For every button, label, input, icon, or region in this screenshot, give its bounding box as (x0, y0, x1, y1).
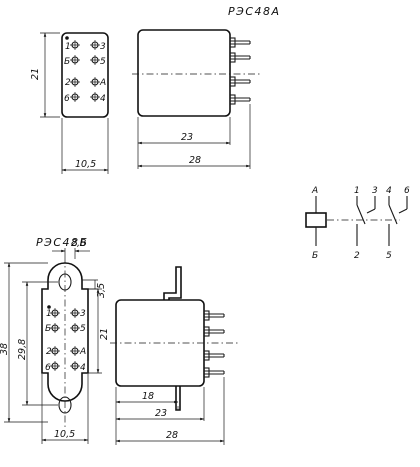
top-pin-6a: Б (64, 57, 70, 67)
schem-c2: 2 (354, 251, 360, 261)
bottom-pin-1: 1 (46, 309, 52, 319)
bottom-dim-29-8: 29,8 (17, 339, 28, 360)
bottom-pin-a: А (79, 347, 86, 357)
top-side-view (132, 29, 262, 117)
bottom-bracket-top (163, 266, 182, 300)
title-res48a: РЭС48А (228, 5, 281, 18)
bottom-dim-18: 18 (142, 391, 154, 402)
bottom-dim-10-5: 10,5 (54, 429, 75, 440)
top-pin-3: 3 (100, 42, 106, 52)
top-pin-2: 2 (65, 78, 71, 88)
bottom-pin-6a: Б (45, 324, 51, 334)
bottom-dim-21: 21 (99, 328, 110, 340)
bottom-dim-2-8: 2,8 (71, 238, 86, 249)
title-res48b: РЭС48Б (36, 236, 89, 249)
schem-coil-b: Б (312, 251, 318, 261)
bottom-dim-3-5: 3,5 (96, 283, 107, 298)
bottom-dim-38: 38 (0, 343, 10, 355)
bottom-front-view: 1 3 Б 5 2 А 6 4 (41, 256, 89, 428)
bottom-pin-2: 2 (46, 347, 52, 357)
top-dim-28: 28 (189, 155, 201, 166)
contact-schematic: А Б 1 3 2 4 6 5 (305, 186, 410, 261)
bottom-pin-6: 6 (45, 363, 51, 373)
top-side-body (137, 29, 231, 117)
bottom-pin-3: 3 (80, 309, 86, 319)
top-pin-a: А (99, 78, 106, 88)
top-dim-width: 10,5 (61, 118, 109, 174)
bottom-dim-pitch: 2,8 (52, 238, 90, 259)
bottom-dim-28: 28 (166, 430, 178, 441)
schem-c6: 6 (404, 186, 410, 196)
bottom-pin-4: 4 (80, 363, 86, 373)
bottom-dim-holes: 29,8 (17, 281, 58, 406)
bottom-pin-5: 5 (80, 324, 86, 334)
bottom-dim-overall: 38 (0, 262, 48, 423)
top-dim-23: 23 (181, 132, 193, 143)
schem-c5: 5 (386, 251, 392, 261)
schem-c4: 4 (386, 186, 392, 196)
bottom-side-view (110, 266, 238, 411)
top-dim-21: 21 (30, 68, 41, 80)
top-front-body (61, 32, 109, 118)
bottom-front-body (41, 262, 89, 402)
schem-coil (305, 212, 327, 228)
top-pin-4: 4 (100, 94, 106, 104)
bottom-dim-length: 18 23 28 (115, 377, 225, 445)
top-pin-1: 1 (65, 42, 71, 52)
top-pin-5: 5 (100, 57, 106, 67)
top-pin-grid (65, 36, 100, 102)
bottom-dim-width: 10,5 (41, 374, 89, 444)
schem-coil-a: А (311, 186, 318, 196)
top-dim-length: 23 28 (137, 104, 251, 169)
top-dim-10-5: 10,5 (75, 159, 96, 170)
top-dim-height: 21 (30, 32, 60, 118)
bottom-dim-height: 21 (88, 288, 110, 374)
top-pin-6: 6 (64, 94, 70, 104)
top-front-view: 1 3 Б 5 2 А 6 4 (61, 32, 109, 118)
bottom-dim-23: 23 (155, 408, 167, 419)
schem-c1: 1 (354, 186, 360, 196)
schem-c3: 3 (372, 186, 378, 196)
